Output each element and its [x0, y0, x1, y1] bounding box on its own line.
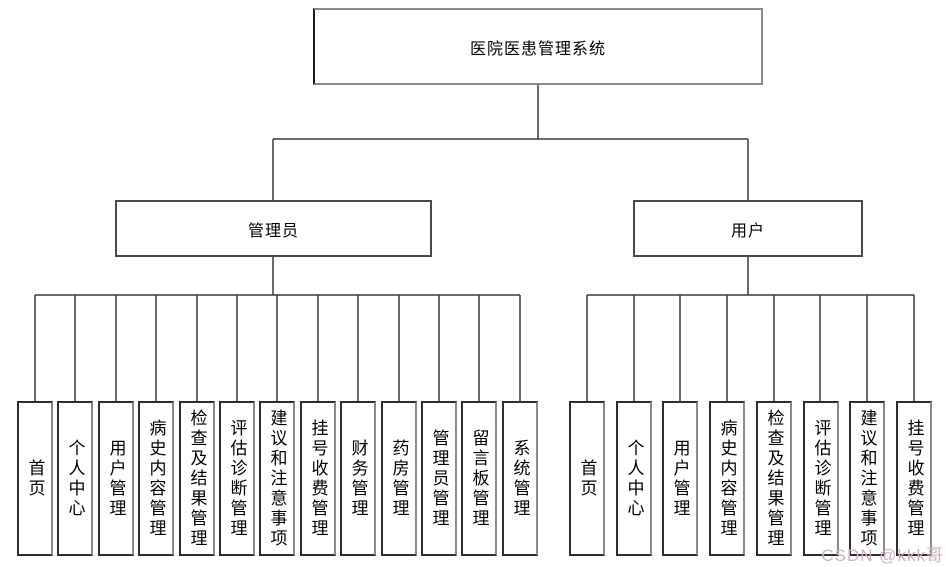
admin-leaf-registration-fee: 挂号收费管理 — [300, 401, 336, 556]
user-leaf-home: 首页 — [569, 401, 605, 556]
admin-leaf-history-mgmt: 病史内容管理 — [138, 401, 174, 556]
admin-leaf-home: 首页 — [17, 401, 53, 556]
admin-leaf-user-mgmt: 用户管理 — [98, 401, 134, 556]
watermark: CSDN @kkk哥 — [821, 546, 944, 565]
user-leaf-history-mgmt: 病史内容管理 — [709, 401, 745, 556]
user-leaf-user-mgmt: 用户管理 — [662, 401, 698, 556]
admin-leaf-diagnosis-mgmt: 评估诊断管理 — [219, 401, 255, 556]
user-leaf-exam-result-mgmt: 检查及结果管理 — [756, 401, 792, 556]
user-leaf-personal-center: 个人中心 — [616, 401, 652, 556]
admin-leaf-admin-mgmt: 管理员管理 — [421, 401, 457, 556]
admin-leaf-system-mgmt: 系统管理 — [502, 401, 538, 556]
branch-node-admin: 管理员 — [115, 200, 432, 257]
admin-leaf-exam-result-mgmt: 检查及结果管理 — [179, 401, 215, 556]
admin-leaf-advice-notes: 建议和注意事项 — [259, 401, 295, 556]
user-leaf-advice-notes: 建议和注意事项 — [849, 401, 885, 556]
user-leaf-diagnosis-mgmt: 评估诊断管理 — [803, 401, 839, 556]
admin-leaf-pharmacy-mgmt: 药房管理 — [381, 401, 417, 556]
admin-leaf-personal-center: 个人中心 — [57, 401, 93, 556]
root-node: 医院医患管理系统 — [313, 8, 763, 85]
admin-leaf-message-board: 留言板管理 — [461, 401, 497, 556]
branch-node-user: 用户 — [633, 200, 863, 257]
user-leaf-registration-fee: 挂号收费管理 — [896, 401, 932, 556]
admin-leaf-finance-mgmt: 财务管理 — [340, 401, 376, 556]
